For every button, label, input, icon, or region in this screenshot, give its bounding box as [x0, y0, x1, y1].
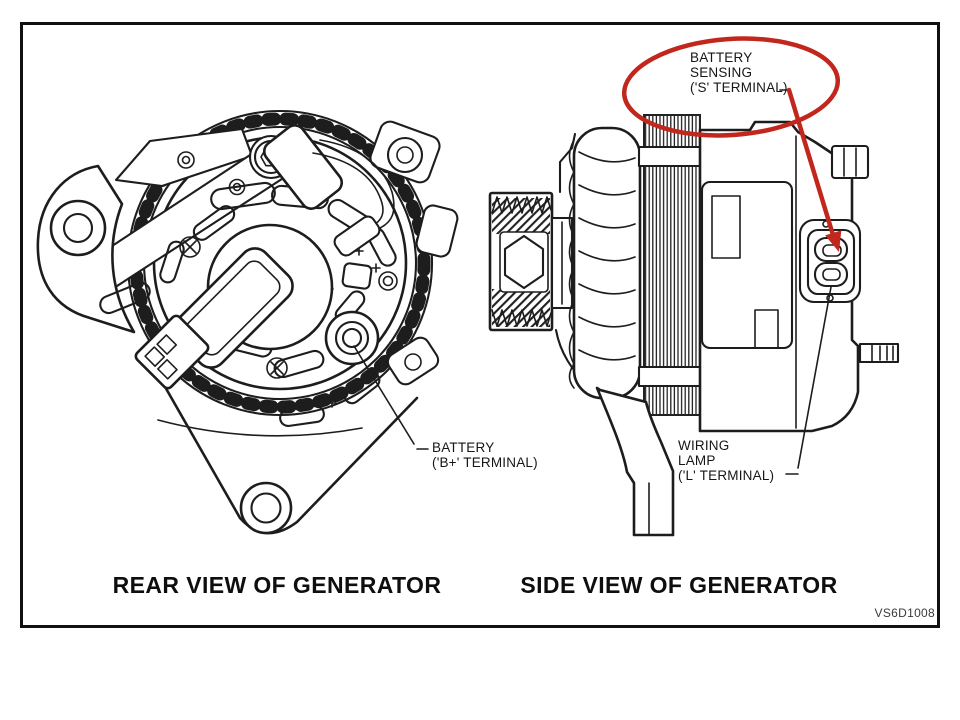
l-terminal-leader [797, 286, 832, 469]
rear-view-illustration [36, 109, 459, 535]
bottom-mount-bracket [157, 376, 419, 535]
lower-right-mount-ear [386, 336, 440, 386]
wiring-lamp-label-line1: WIRING [678, 438, 730, 453]
regulator-connector [134, 314, 210, 390]
battery-sensing-label: BATTERY SENSING ('S' TERMINAL) [690, 50, 788, 96]
figure-border [20, 22, 940, 628]
side-view-caption: SIDE VIEW OF GENERATOR [520, 572, 838, 598]
wiring-lamp-label: WIRING LAMP ('L' TERMINAL) [678, 438, 774, 484]
harness-plug [262, 124, 344, 210]
wiring-lamp-label-line3: ('L' TERMINAL) [678, 468, 775, 484]
red-arrow-annotation [786, 87, 842, 252]
battery-terminal-label-line2: ('B+' TERMINAL) [432, 455, 538, 471]
fan-graphic [568, 126, 642, 400]
l-terminal-pin [813, 261, 849, 288]
battery-sensing-label-line3: ('S' TERMINAL) [690, 80, 788, 96]
s-l-terminal-connector-graphic [798, 218, 862, 304]
battery-terminal-graphic [324, 310, 429, 450]
battery-sensing-label-line1: BATTERY [690, 50, 753, 65]
battery-terminal-label: BATTERY ('B+' TERMINAL) [432, 440, 538, 470]
wire [319, 139, 395, 229]
wiring-lamp-label-line2: LAMP [678, 453, 716, 469]
figure-code: VS6D1008 [874, 606, 935, 620]
pulley-nut [503, 234, 545, 290]
stud-bolt [858, 342, 900, 364]
phillips-screw [179, 236, 288, 379]
red-circle-annotation [621, 36, 841, 138]
pulley-graphic [488, 191, 574, 332]
side-view-illustration [488, 89, 900, 537]
stator-graphic [637, 114, 706, 416]
battery-sensing-label-line2: SENSING [690, 65, 753, 81]
rear-view-caption: REAR VIEW OF GENERATOR [112, 572, 442, 598]
battery-terminal-label-line1: BATTERY [432, 440, 495, 455]
mount-leg-graphic [595, 386, 675, 537]
